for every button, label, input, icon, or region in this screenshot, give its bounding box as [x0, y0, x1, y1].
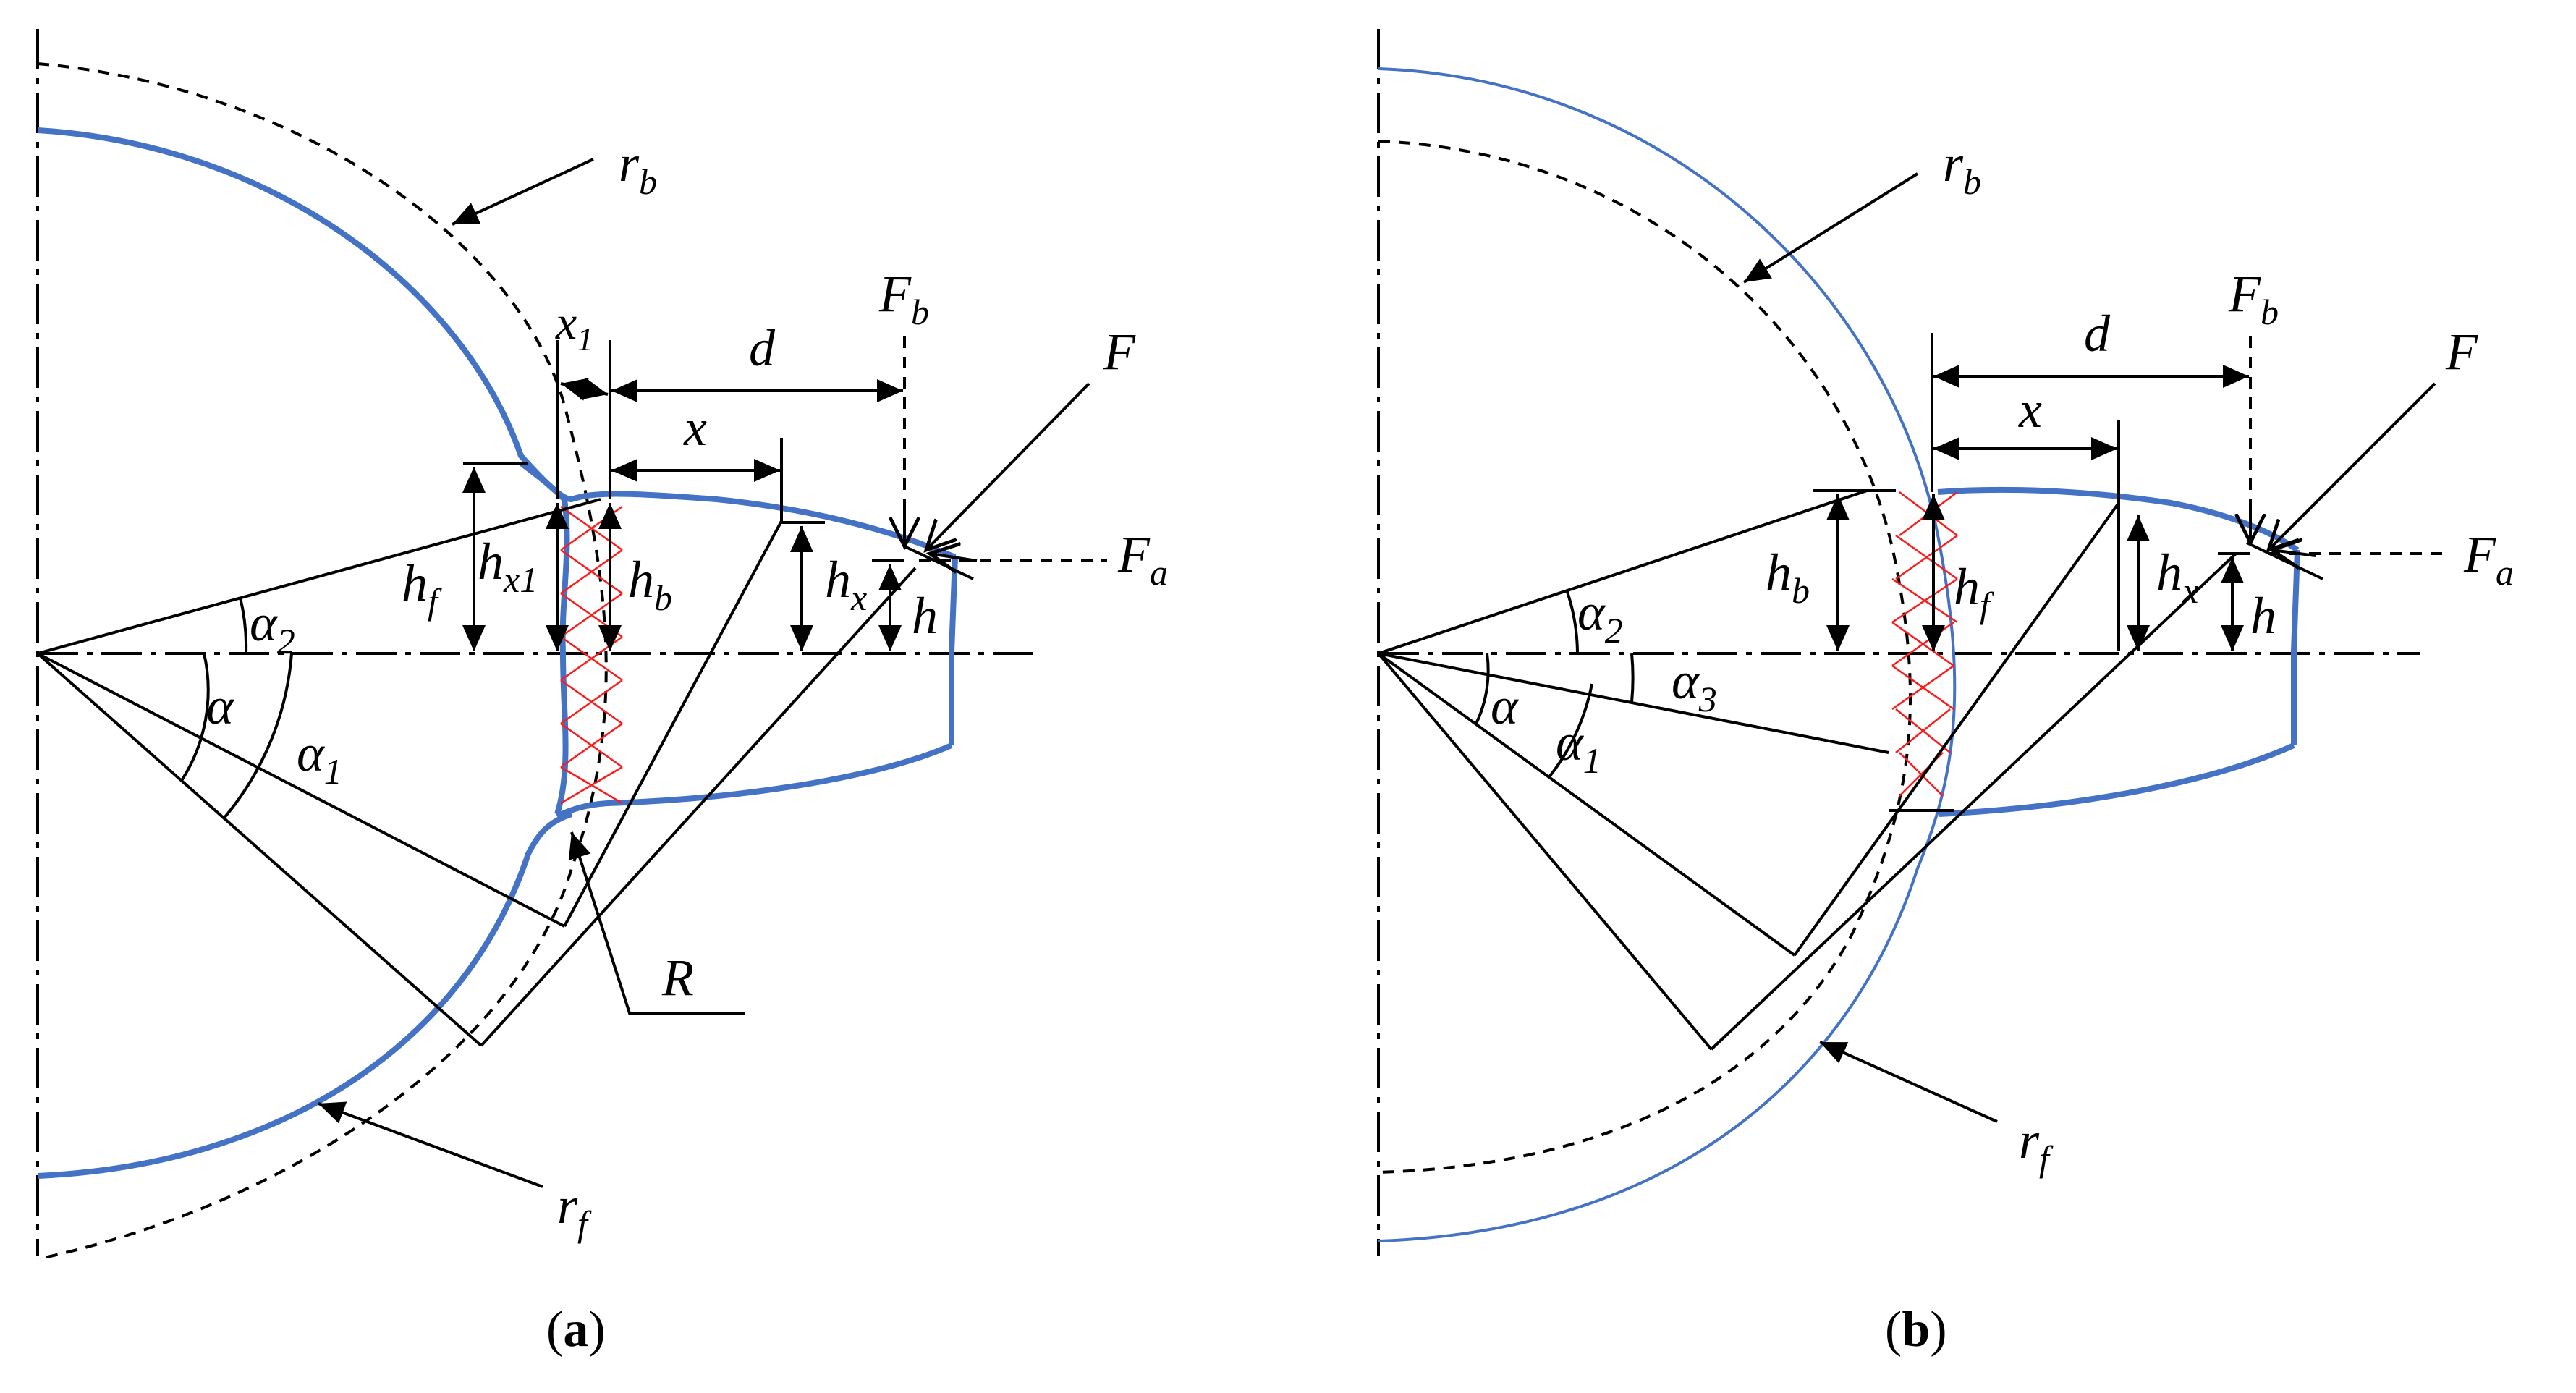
panel-a-arc-alpha [179, 653, 210, 783]
panel-a-label-Fa: Fa [1117, 525, 1168, 593]
panel-b-arc-alpha1 [1547, 683, 1593, 779]
panel-b-ray-alpha1 [1377, 652, 1796, 957]
panel-b-arc-alpha [1475, 653, 1490, 724]
panel-a-crack-hatch [560, 505, 623, 805]
panel-b-arc-alpha2 [1565, 589, 1579, 654]
panel-a-label-hx: hx [825, 551, 867, 618]
panel-b-label-h: h [2250, 587, 2276, 645]
panel-a-arc-alpha1 [223, 653, 293, 819]
panel-b-chord-2 [1710, 552, 2237, 1051]
panel-b-label-x: x [2018, 381, 2042, 439]
panel-b-label-d: d [2084, 305, 2111, 363]
panel-b-rf-leader [1819, 1041, 1998, 1123]
panel-b-Fa-arrow [2272, 550, 2316, 556]
panel-a-label-R: R [661, 949, 694, 1007]
panel-a-label-hx1: hx1 [478, 533, 538, 600]
panel-a-label-x1: x1 [555, 297, 593, 357]
panel-b-label-alpha3: α3 [1672, 652, 1717, 719]
panel-b-label-Fa: Fa [2463, 525, 2514, 593]
panel-a-rf-leader [318, 1101, 543, 1188]
panel-a-label-alpha1: α1 [297, 724, 342, 792]
panel-b: rb rf d Fb F Fa x hb hf hx h α2 α3 α α1 … [1377, 29, 2514, 1358]
panel-a-rb-leader [452, 158, 594, 226]
panel-b-arc-alpha3 [1630, 653, 1635, 703]
panel-b-F-leader [2268, 382, 2436, 550]
panel-a-R-leader [568, 831, 745, 1015]
panel-a-tooth-bottom [556, 742, 953, 819]
panel-b-rb-leader [1742, 172, 1919, 284]
panel-a-label-x: x [683, 399, 707, 457]
panel-a-label-Fb: Fb [878, 265, 929, 332]
panel-a-label-alpha: α [206, 677, 234, 735]
panel-a-label-hf: hf [402, 554, 442, 622]
panel-a-chord-2 [480, 567, 917, 1047]
panel-a-label-rb: rb [619, 135, 657, 202]
panel-a-caption: (a) [546, 1302, 606, 1358]
panel-b-label-Fb: Fb [2228, 265, 2279, 332]
panel-b-label-alpha1: α1 [1556, 714, 1601, 781]
panel-b-root-circle [1378, 67, 1957, 1242]
panel-a-arc-alpha2 [239, 597, 248, 654]
panel-a-label-h: h [912, 587, 938, 645]
panel-b-caption: (b) [1885, 1302, 1947, 1358]
panel-a-Fa-arrow [930, 554, 978, 561]
panel-b-label-alpha: α [1491, 677, 1519, 735]
panel-a-root-circle [37, 127, 572, 502]
panel-a-base-circle [37, 62, 608, 1261]
panel-a: rb rf x1 d Fb F Fa x hf hx1 hb hx h α2 α… [36, 29, 1168, 1358]
panel-a-tooth-top [570, 491, 957, 560]
panel-a-F-leader [926, 382, 1090, 550]
panel-a-ray-alpha [36, 652, 483, 1047]
panel-b-force-line [2246, 541, 2323, 580]
panel-a-root-circle-lower [37, 811, 573, 1179]
panel-a-dim-x1 [560, 377, 609, 401]
panel-b-label-hf: hf [1954, 558, 1994, 625]
panel-a-label-alpha2: α2 [250, 594, 295, 661]
panel-b-ray-alpha [1377, 652, 1713, 1051]
panel-a-chord-1 [563, 520, 783, 927]
panel-b-tooth-tip [2291, 549, 2300, 745]
panel-a-tooth-tip [949, 556, 958, 745]
panel-b-tooth-bottom [1939, 742, 2295, 817]
panel-a-label-F: F [1103, 323, 1136, 381]
panel-b-label-rf: rf [2019, 1112, 2054, 1179]
panel-b-label-F: F [2445, 323, 2478, 381]
panel-a-label-rf: rf [557, 1177, 592, 1244]
panel-b-label-hx: hx [2156, 543, 2198, 611]
panel-b-chord-1 [1793, 501, 2120, 957]
panel-a-label-d: d [749, 319, 776, 377]
panel-b-base-circle [1378, 140, 1912, 1174]
panel-a-ray-alpha2 [37, 498, 601, 655]
panel-b-label-hb: hb [1766, 543, 1810, 611]
panel-b-ray-alpha3 [1378, 652, 1889, 754]
panel-b-label-alpha2: α2 [1577, 583, 1623, 651]
panel-b-crack-hatch [1891, 491, 1958, 797]
panel-b-ray-alpha2 [1378, 489, 1868, 655]
panel-a-ray-alpha1 [37, 652, 565, 928]
panel-a-label-hb: hb [628, 551, 672, 618]
panel-b-label-rb: rb [1943, 135, 1981, 202]
